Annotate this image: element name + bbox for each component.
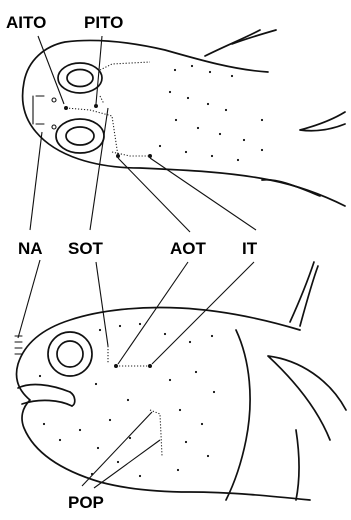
pito-pore <box>94 104 98 108</box>
aot-pore-top <box>116 154 120 158</box>
leader-it-bottom <box>152 262 254 364</box>
lateral-outline <box>17 308 311 501</box>
leader-it-top <box>150 158 256 230</box>
mouth-lower <box>22 400 72 406</box>
dorsal-canal-left <box>100 96 104 104</box>
nostril-pore-2 <box>52 125 56 129</box>
leader-pop-1 <box>82 412 152 486</box>
dorsal-nostrils <box>33 96 44 124</box>
pectoral-fin-lateral <box>268 356 346 440</box>
label-pito: PITO <box>84 13 123 32</box>
mouth-corner <box>70 392 75 406</box>
it-pore-top <box>148 154 152 158</box>
dorsal-eye-lower <box>56 119 104 153</box>
leader-aot-bottom <box>118 262 188 364</box>
lateral-dots <box>39 323 215 477</box>
it-pore-bottom <box>148 364 152 368</box>
dorsal-fin-top-2 <box>232 30 276 44</box>
label-na: NA <box>18 239 43 258</box>
dorsal-lower-edge <box>262 180 320 196</box>
operculum-edge <box>226 330 250 500</box>
aot-pore-bottom <box>114 364 118 368</box>
mouth-upper <box>18 385 70 392</box>
leader-na-bottom <box>18 260 40 338</box>
dorsal-eye-upper-inner <box>67 70 93 87</box>
gill-line <box>296 430 299 500</box>
lateral-canal-pop <box>150 410 162 456</box>
dorsal-eye-lower-inner <box>66 127 94 145</box>
leader-lines <box>18 36 256 488</box>
dorsal-dots <box>159 65 263 161</box>
dorsal-eye-upper <box>58 63 102 93</box>
label-sot: SOT <box>68 239 104 258</box>
aito-pore <box>64 106 68 110</box>
label-it: IT <box>242 239 258 258</box>
leader-pop-2 <box>94 440 160 488</box>
label-aot: AOT <box>170 239 207 258</box>
lateral-nostrils <box>15 336 22 354</box>
dorsal-view-head <box>23 30 346 206</box>
leader-na-top <box>30 132 42 230</box>
label-aito: AITO <box>6 13 46 32</box>
lateral-eye-inner <box>57 341 83 367</box>
nostril-pore-1 <box>52 98 56 102</box>
leader-sot-bottom <box>96 262 108 346</box>
pectoral-fin-dorsal <box>300 112 345 131</box>
label-pop: POP <box>68 493 104 512</box>
lateral-view-head <box>15 262 346 500</box>
lateral-eye <box>48 332 92 376</box>
dorsal-canal-upper <box>100 62 150 70</box>
